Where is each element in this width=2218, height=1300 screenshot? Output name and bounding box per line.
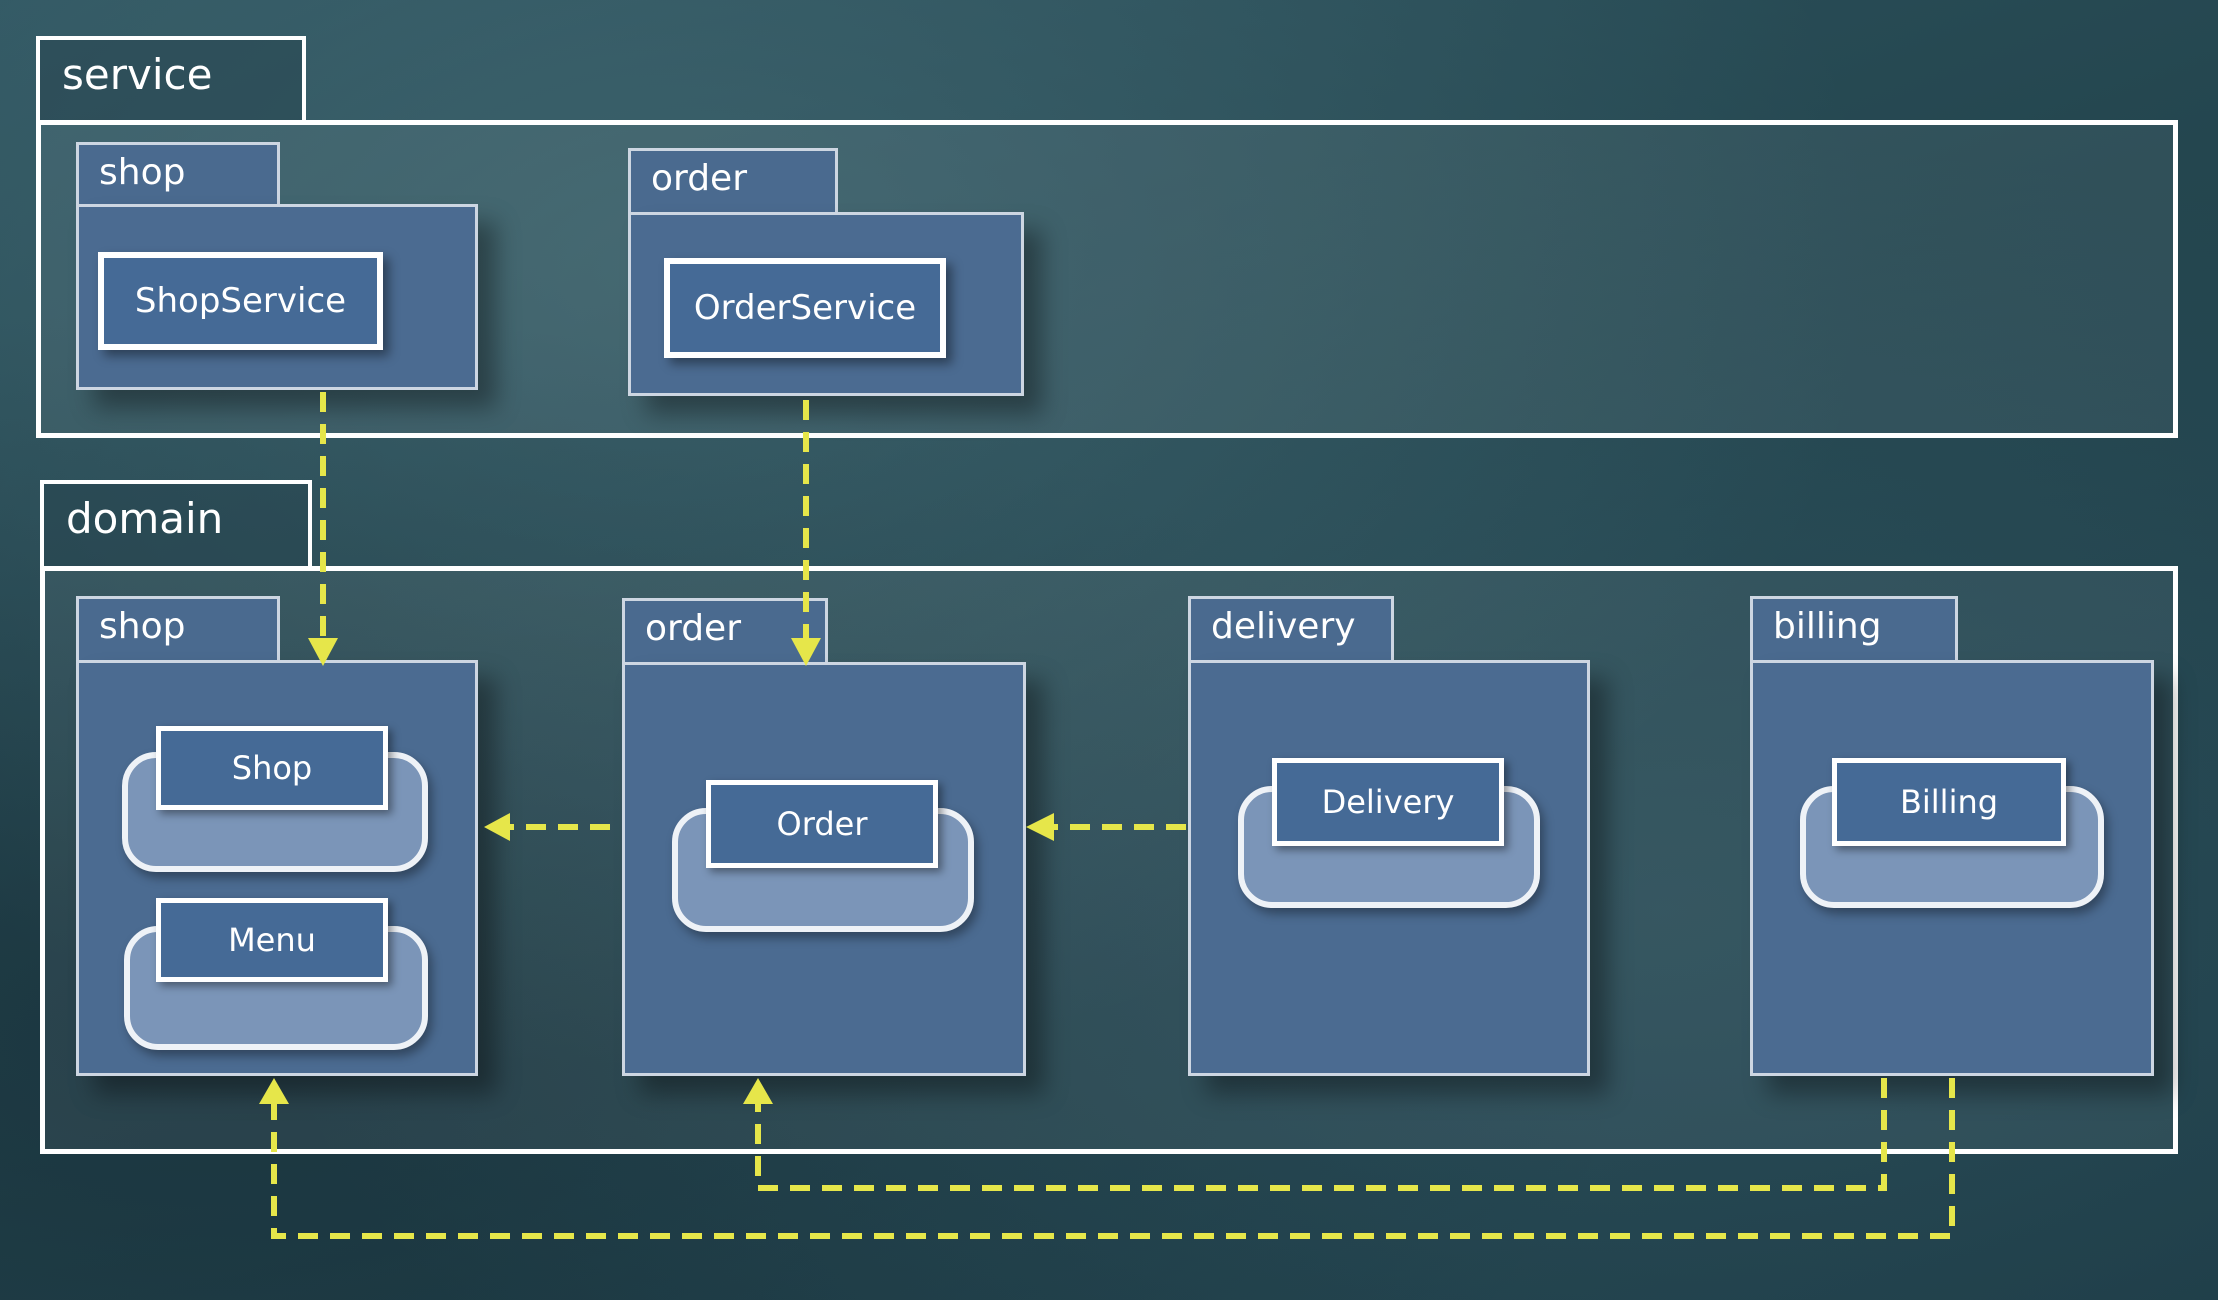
service-layer-tab: service <box>36 36 306 124</box>
shop-entity: Shop <box>156 726 388 810</box>
service-order-package-label: order <box>651 158 747 199</box>
domain-delivery-package-label: delivery <box>1211 606 1356 647</box>
billing-entity-label: Billing <box>1899 783 1999 821</box>
dependency-billing-to-shop <box>271 1078 1955 1239</box>
delivery-entity: Delivery <box>1272 758 1504 846</box>
domain-layer-label: domain <box>66 494 224 543</box>
arrowhead-shopservice-to-shop <box>308 638 338 666</box>
domain-order-package-label: order <box>645 608 741 649</box>
order-entity: Order <box>706 780 938 868</box>
domain-shop-package-tab: shop <box>76 596 280 664</box>
domain-order-package-tab: order <box>622 598 828 666</box>
arrowhead-billing-to-shop <box>259 1078 289 1104</box>
domain-billing-package-label: billing <box>1773 606 1882 647</box>
service-layer-label: service <box>62 50 213 99</box>
service-shop-package-label: shop <box>99 152 186 193</box>
menu-entity-label: Menu <box>228 921 316 959</box>
arrowhead-orderservice-to-order <box>791 638 821 666</box>
domain-billing-package-tab: billing <box>1750 596 1958 664</box>
billing-entity: Billing <box>1832 758 2066 846</box>
service-shop-package-tab: shop <box>76 142 280 210</box>
shop-entity-label: Shop <box>231 749 313 787</box>
order-service-label: OrderService <box>693 288 917 328</box>
dependency-billing-to-order <box>755 1078 1887 1191</box>
service-order-package-tab: order <box>628 148 838 216</box>
order-entity-label: Order <box>776 805 868 843</box>
domain-layer-tab: domain <box>40 480 312 570</box>
menu-entity: Menu <box>156 898 388 982</box>
delivery-entity-label: Delivery <box>1321 783 1455 821</box>
domain-shop-package-label: shop <box>99 606 186 647</box>
shop-service-label: ShopService <box>134 281 347 321</box>
shop-service-class: ShopService <box>98 252 383 350</box>
order-service-class: OrderService <box>664 258 946 358</box>
arrowhead-billing-to-order <box>743 1078 773 1104</box>
domain-delivery-package-tab: delivery <box>1188 596 1394 664</box>
arrowhead-order-to-shop <box>484 813 510 841</box>
arrowhead-delivery-to-order <box>1026 813 1054 841</box>
